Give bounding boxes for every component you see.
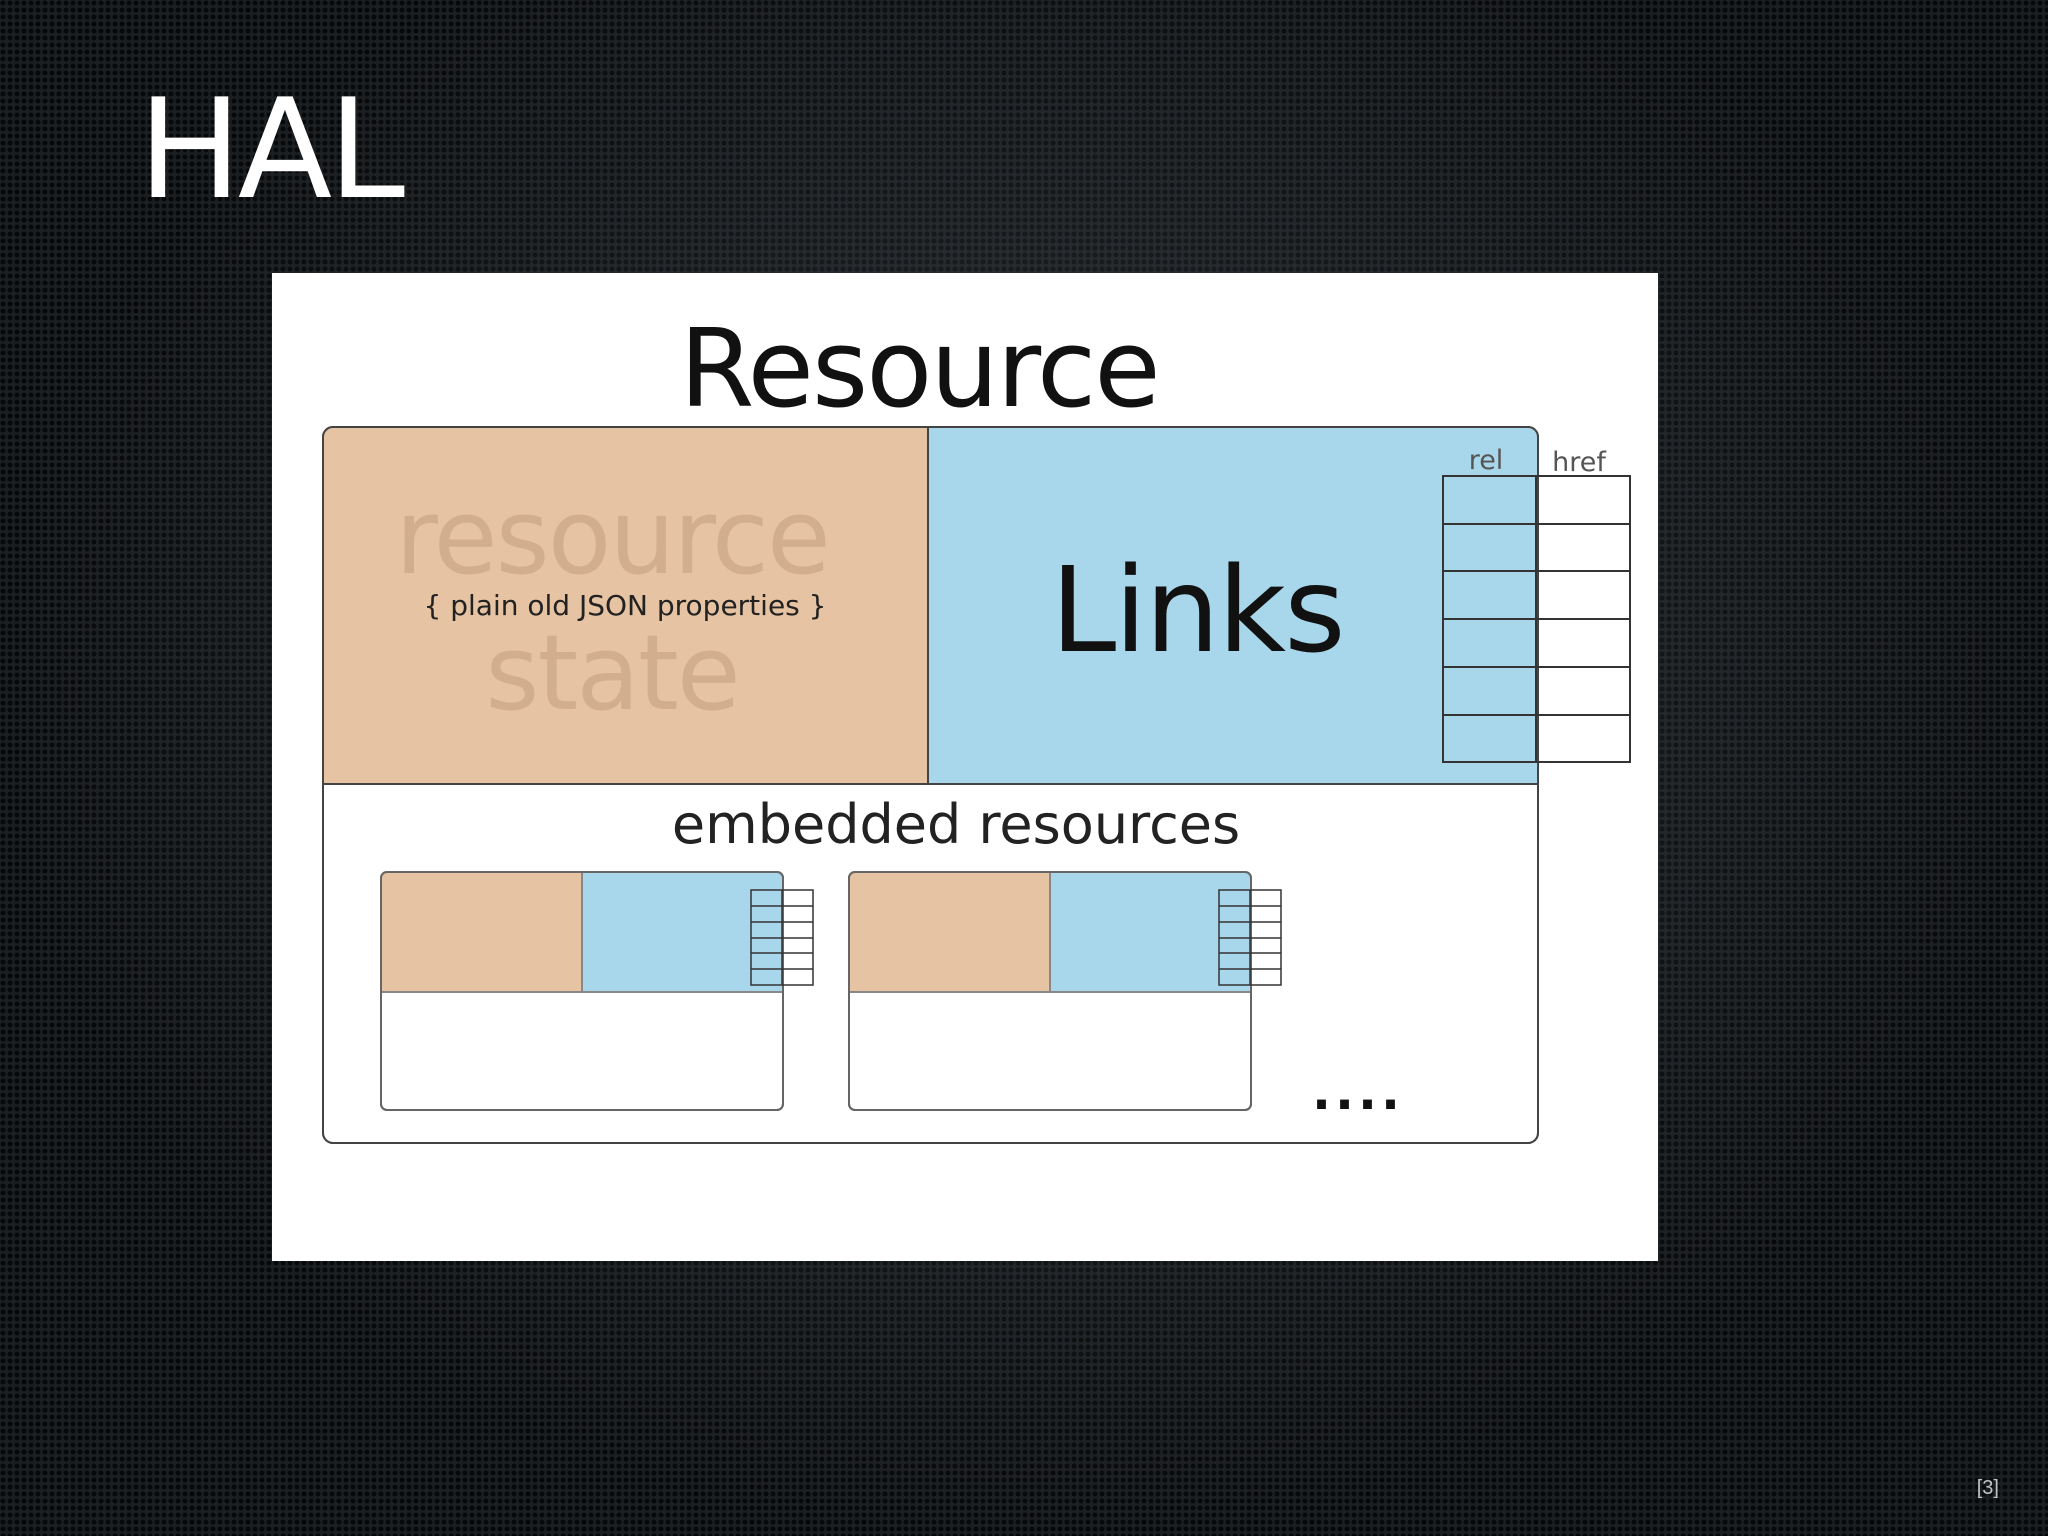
- embedded-1-links-block: [582, 872, 783, 992]
- links-block: [928, 427, 1538, 784]
- embedded-resource-2: [848, 871, 1282, 1111]
- embedded-resource-1: [380, 871, 814, 1111]
- embedded-2-link-table: [1218, 889, 1282, 986]
- rel-column-header: rel: [1469, 445, 1504, 476]
- embedded-2-links-block: [1050, 872, 1251, 992]
- slide-page-number: [3]: [1976, 1477, 1999, 1499]
- hal-diagram: Resource resource state { plain old JSON…: [272, 273, 1658, 1261]
- embedded-label: embedded resources: [672, 793, 1240, 856]
- diagram-title: Resource: [679, 307, 1158, 432]
- hal-diagram-graphic: Resource resource state { plain old JSON…: [322, 307, 1631, 1144]
- state-caption: { plain old JSON properties }: [424, 589, 827, 622]
- embedded-1-link-table: [750, 889, 814, 986]
- links-label: Links: [1050, 541, 1343, 679]
- resource-frame-outline: [322, 426, 1539, 1144]
- embedded-2-state-block: [849, 872, 1050, 992]
- state-label-line1: resource: [395, 476, 829, 598]
- link-table: [1442, 475, 1631, 763]
- slide-title: HAL: [138, 69, 405, 230]
- embedded-ellipsis: ....: [1312, 1063, 1404, 1121]
- state-label-line2: state: [485, 612, 738, 734]
- state-block: [323, 427, 928, 784]
- embedded-1-state-block: [381, 872, 582, 992]
- href-column-header: href: [1552, 447, 1607, 478]
